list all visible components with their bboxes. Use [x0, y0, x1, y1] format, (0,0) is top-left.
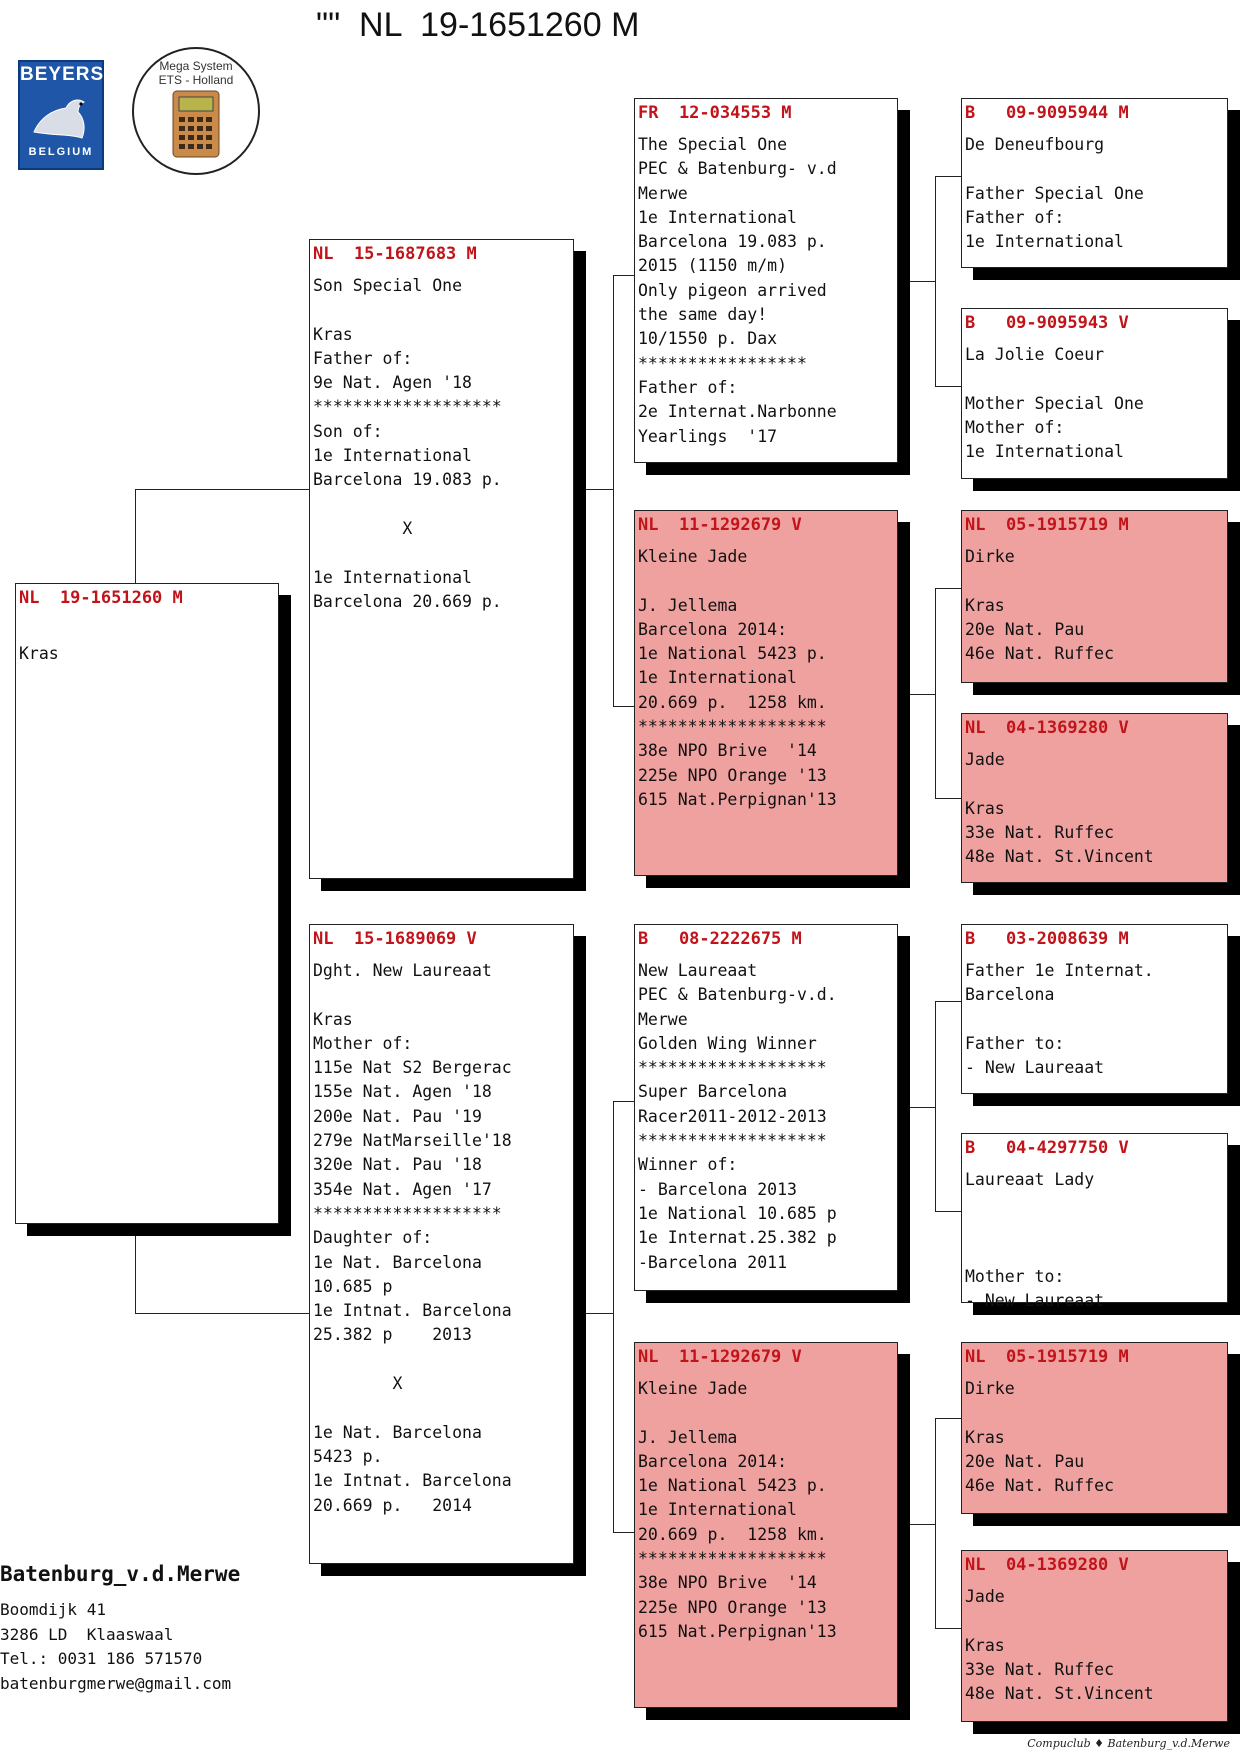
connector — [935, 1628, 961, 1629]
pigeon-details: Jade Kras 33e Nat. Ruffec 48e Nat. St.Vi… — [965, 750, 1154, 867]
ring-number: NL 11-1292679 V — [638, 1347, 802, 1367]
connector — [935, 1418, 936, 1629]
pigeon-details: Dght. New Laureaat Kras Mother of: 115e … — [313, 961, 512, 1515]
connector — [935, 588, 961, 589]
pigeon-details: Dirke Kras 20e Nat. Pau 46e Nat. Ruffec — [965, 1379, 1115, 1496]
pigeon-card-sire[interactable]: NL 15-1687683 M Son Special One Kras Fat… — [309, 239, 574, 879]
connector — [135, 489, 309, 490]
pigeon-details: Kleine Jade J. Jellema Barcelona 2014: 1… — [638, 1379, 837, 1641]
connector — [613, 1101, 614, 1533]
pigeon-details: Kras — [19, 644, 59, 664]
connector — [935, 1211, 961, 1212]
ring-number: NL 15-1689069 V — [313, 929, 477, 949]
pigeon-card-ggd-3[interactable]: B 04-4297750 V Laureaat Lady Mother to: … — [961, 1133, 1228, 1310]
connector — [613, 1532, 635, 1533]
pigeon-details: La Jolie Coeur Mother Special One Mother… — [965, 345, 1144, 462]
connector — [935, 588, 936, 799]
connector — [935, 1418, 961, 1419]
connector — [578, 1313, 614, 1314]
owner-info: Batenburg_v.d.Merwe Boomdijk 41 3286 LD … — [0, 1562, 240, 1696]
beyers-logo: BEYERS BELGIUM — [18, 60, 104, 170]
pigeon-card-ggd-2[interactable]: NL 04-1369280 V Jade Kras 33e Nat. Ruffe… — [961, 713, 1228, 883]
owner-city: 3286 LD Klaaswaal — [0, 1624, 174, 1644]
connector — [613, 1101, 635, 1102]
mega-logo-line2: ETS - Holland — [158, 73, 234, 87]
pigeon-card-ggd-1[interactable]: B 09-9095943 V La Jolie Coeur Mother Spe… — [961, 308, 1228, 479]
ring-number: B 08-2222675 M — [638, 929, 802, 949]
pigeon-details: The Special One PEC & Batenburg- v.d Mer… — [638, 135, 837, 446]
owner-address: Boomdijk 41 — [0, 1600, 106, 1619]
pigeon-details: New Laureaat PEC & Batenburg-v.d. Merwe … — [638, 961, 837, 1272]
connector — [896, 1107, 936, 1108]
connector — [935, 1001, 961, 1002]
pigeon-card-ggd-4[interactable]: NL 04-1369280 V Jade Kras 33e Nat. Ruffe… — [961, 1550, 1228, 1722]
connector — [578, 489, 614, 490]
connector — [135, 489, 136, 583]
connector — [613, 275, 614, 707]
ring-number: NL 04-1369280 V — [965, 718, 1129, 738]
pigeon-details: Son Special One Kras Father of: 9e Nat. … — [313, 276, 502, 611]
pigeon-card-ggs-1[interactable]: B 09-9095944 M De Deneufbourg Father Spe… — [961, 98, 1228, 268]
ring-number: FR 12-034553 M — [638, 103, 792, 123]
beyers-logo-text: BEYERS — [20, 64, 105, 85]
ring-number: NL 05-1915719 M — [965, 515, 1129, 535]
pigeon-details: Jade Kras 33e Nat. Ruffec 48e Nat. St.Vi… — [965, 1587, 1154, 1704]
mega-logo-line1: Mega System — [159, 59, 233, 73]
ring-number: NL 11-1292679 V — [638, 515, 802, 535]
pigeon-details: Dirke Kras 20e Nat. Pau 46e Nat. Ruffec — [965, 547, 1115, 664]
ring-number: B 03-2008639 M — [965, 929, 1129, 949]
ring-number: NL 04-1369280 V — [965, 1555, 1129, 1575]
ring-number: B 09-9095944 M — [965, 103, 1129, 123]
connector — [896, 1524, 936, 1525]
mega-system-logo: Mega System ETS - Holland — [132, 47, 260, 175]
connector — [935, 176, 936, 387]
ring-number: B 04-4297750 V — [965, 1138, 1129, 1158]
ring-number: NL 05-1915719 M — [965, 1347, 1129, 1367]
connector — [613, 275, 635, 276]
pigeon-icon — [33, 99, 85, 139]
connector — [935, 176, 961, 177]
connector — [935, 386, 961, 387]
owner-email: batenburgmerwe@gmail.com — [0, 1673, 232, 1693]
calculator-icon — [172, 90, 220, 158]
pigeon-card-granddam-maternal[interactable]: NL 11-1292679 V Kleine Jade J. Jellema B… — [634, 1342, 898, 1708]
connector — [896, 281, 936, 282]
connector — [896, 694, 936, 695]
pigeon-details: Kleine Jade J. Jellema Barcelona 2014: 1… — [638, 547, 837, 809]
ring-number: NL 19-1651260 M — [19, 588, 183, 608]
pigeon-card-ggs-4[interactable]: NL 05-1915719 M Dirke Kras 20e Nat. Pau … — [961, 1342, 1228, 1514]
pigeon-details: Laureaat Lady Mother to: - New Laureaat — [965, 1170, 1105, 1311]
owner-name: Batenburg_v.d.Merwe — [0, 1562, 241, 1586]
footer-credit: Compuclub ♦ Batenburg_v.d.Merwe — [1027, 1737, 1230, 1750]
pigeon-card-granddam-paternal[interactable]: NL 11-1292679 V Kleine Jade J. Jellema B… — [634, 510, 898, 876]
connector — [135, 1313, 309, 1314]
connector — [613, 706, 635, 707]
pigeon-card-ggs-2[interactable]: NL 05-1915719 M Dirke Kras 20e Nat. Pau … — [961, 510, 1228, 683]
pigeon-details: De Deneufbourg Father Special One Father… — [965, 135, 1144, 252]
pigeon-details: Father 1e Internat. Barcelona Father to:… — [965, 961, 1154, 1078]
connector — [935, 798, 961, 799]
owner-phone: Tel.: 0031 186 571570 — [0, 1649, 203, 1668]
pigeon-card-grandsire-paternal[interactable]: FR 12-034553 M The Special One PEC & Bat… — [634, 98, 898, 463]
beyers-logo-country: BELGIUM — [28, 146, 94, 158]
connector — [135, 1224, 136, 1314]
pigeon-card-grandsire-maternal[interactable]: B 08-2222675 M New Laureaat PEC & Batenb… — [634, 924, 898, 1291]
page-title: "" NL 19-1651260 M — [316, 6, 640, 44]
pigeon-card-dam[interactable]: NL 15-1689069 V Dght. New Laureaat Kras … — [309, 924, 574, 1564]
ring-number: B 09-9095943 V — [965, 313, 1129, 333]
pigeon-card-subject[interactable]: NL 19-1651260 M Kras — [15, 583, 279, 1224]
pigeon-card-ggs-3[interactable]: B 03-2008639 M Father 1e Internat. Barce… — [961, 924, 1228, 1094]
connector — [935, 1001, 936, 1212]
ring-number: NL 15-1687683 M — [313, 244, 477, 264]
